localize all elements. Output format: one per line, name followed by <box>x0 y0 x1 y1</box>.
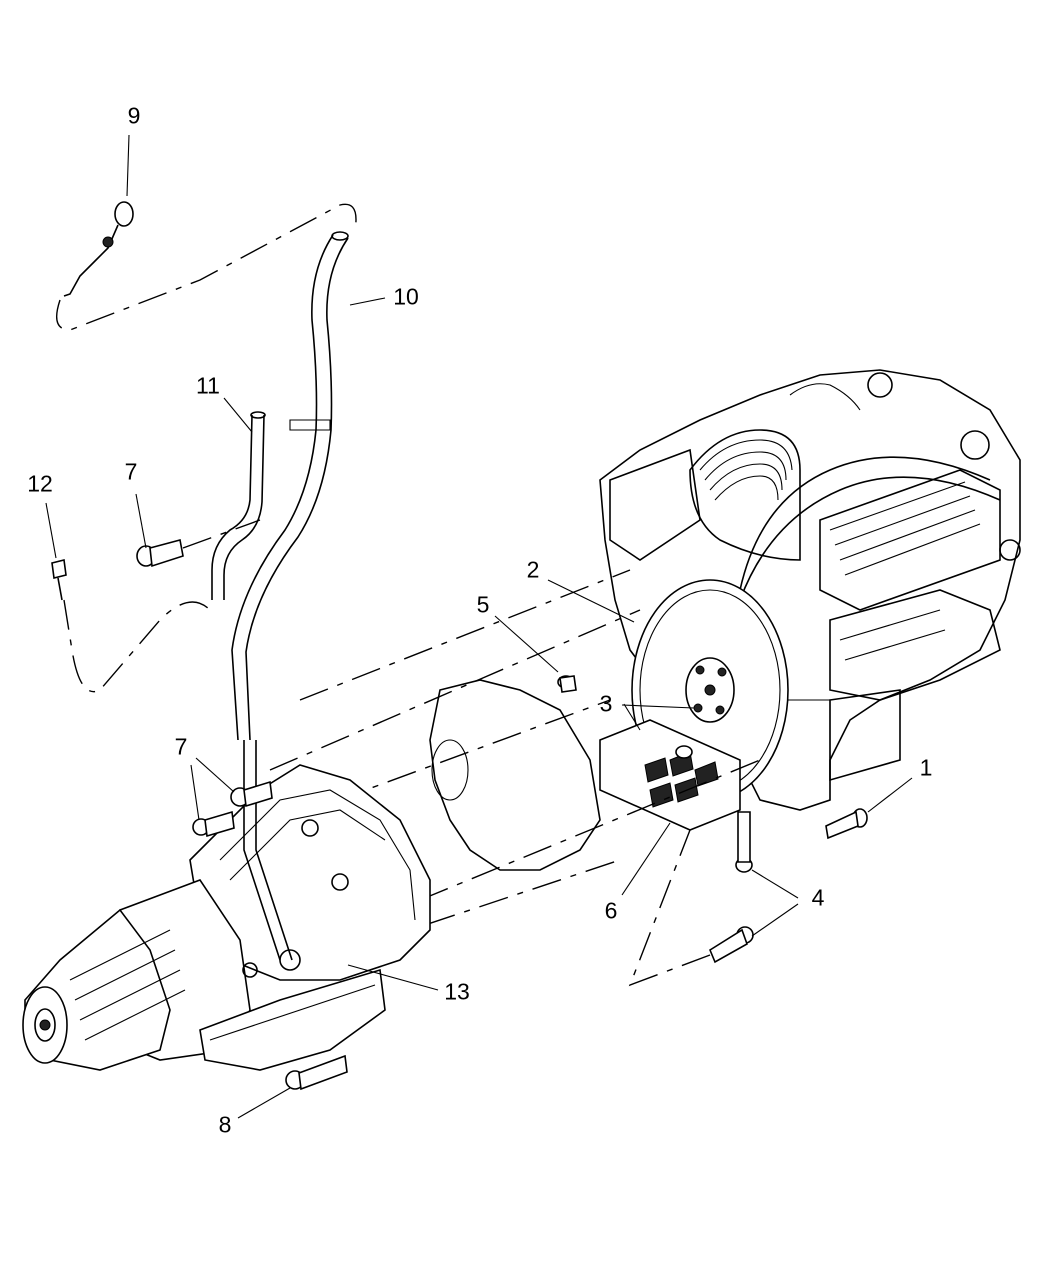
callout-8: 8 <box>218 1111 232 1138</box>
bolts-group <box>192 780 868 1091</box>
leader-lines <box>45 134 913 1119</box>
callout-4: 4 <box>811 884 825 911</box>
callout-7-upper: 7 <box>124 458 138 485</box>
bolt-11 <box>51 559 211 693</box>
callout-10: 10 <box>393 283 419 310</box>
dipstick <box>56 201 357 331</box>
callout-7-lower: 7 <box>174 733 188 760</box>
transmission-assembly <box>22 764 431 1071</box>
structural-cover <box>599 719 741 831</box>
callout-6: 6 <box>604 897 618 924</box>
adapter-plate <box>429 679 601 871</box>
dipstick-tube-secondary <box>211 411 266 600</box>
callout-11: 12 <box>27 470 53 497</box>
dowel-5 <box>557 675 693 759</box>
callout-13: 13 <box>444 978 470 1005</box>
callout-5: 5 <box>476 591 490 618</box>
dipstick-tube <box>231 231 349 961</box>
callout-1: 1 <box>919 754 933 781</box>
callout-2: 2 <box>526 556 540 583</box>
callout-9: 9 <box>127 102 141 129</box>
callout-12: 11 <box>196 372 220 399</box>
bolt-7-upper <box>136 519 261 568</box>
callout-3: 3 <box>599 690 613 717</box>
